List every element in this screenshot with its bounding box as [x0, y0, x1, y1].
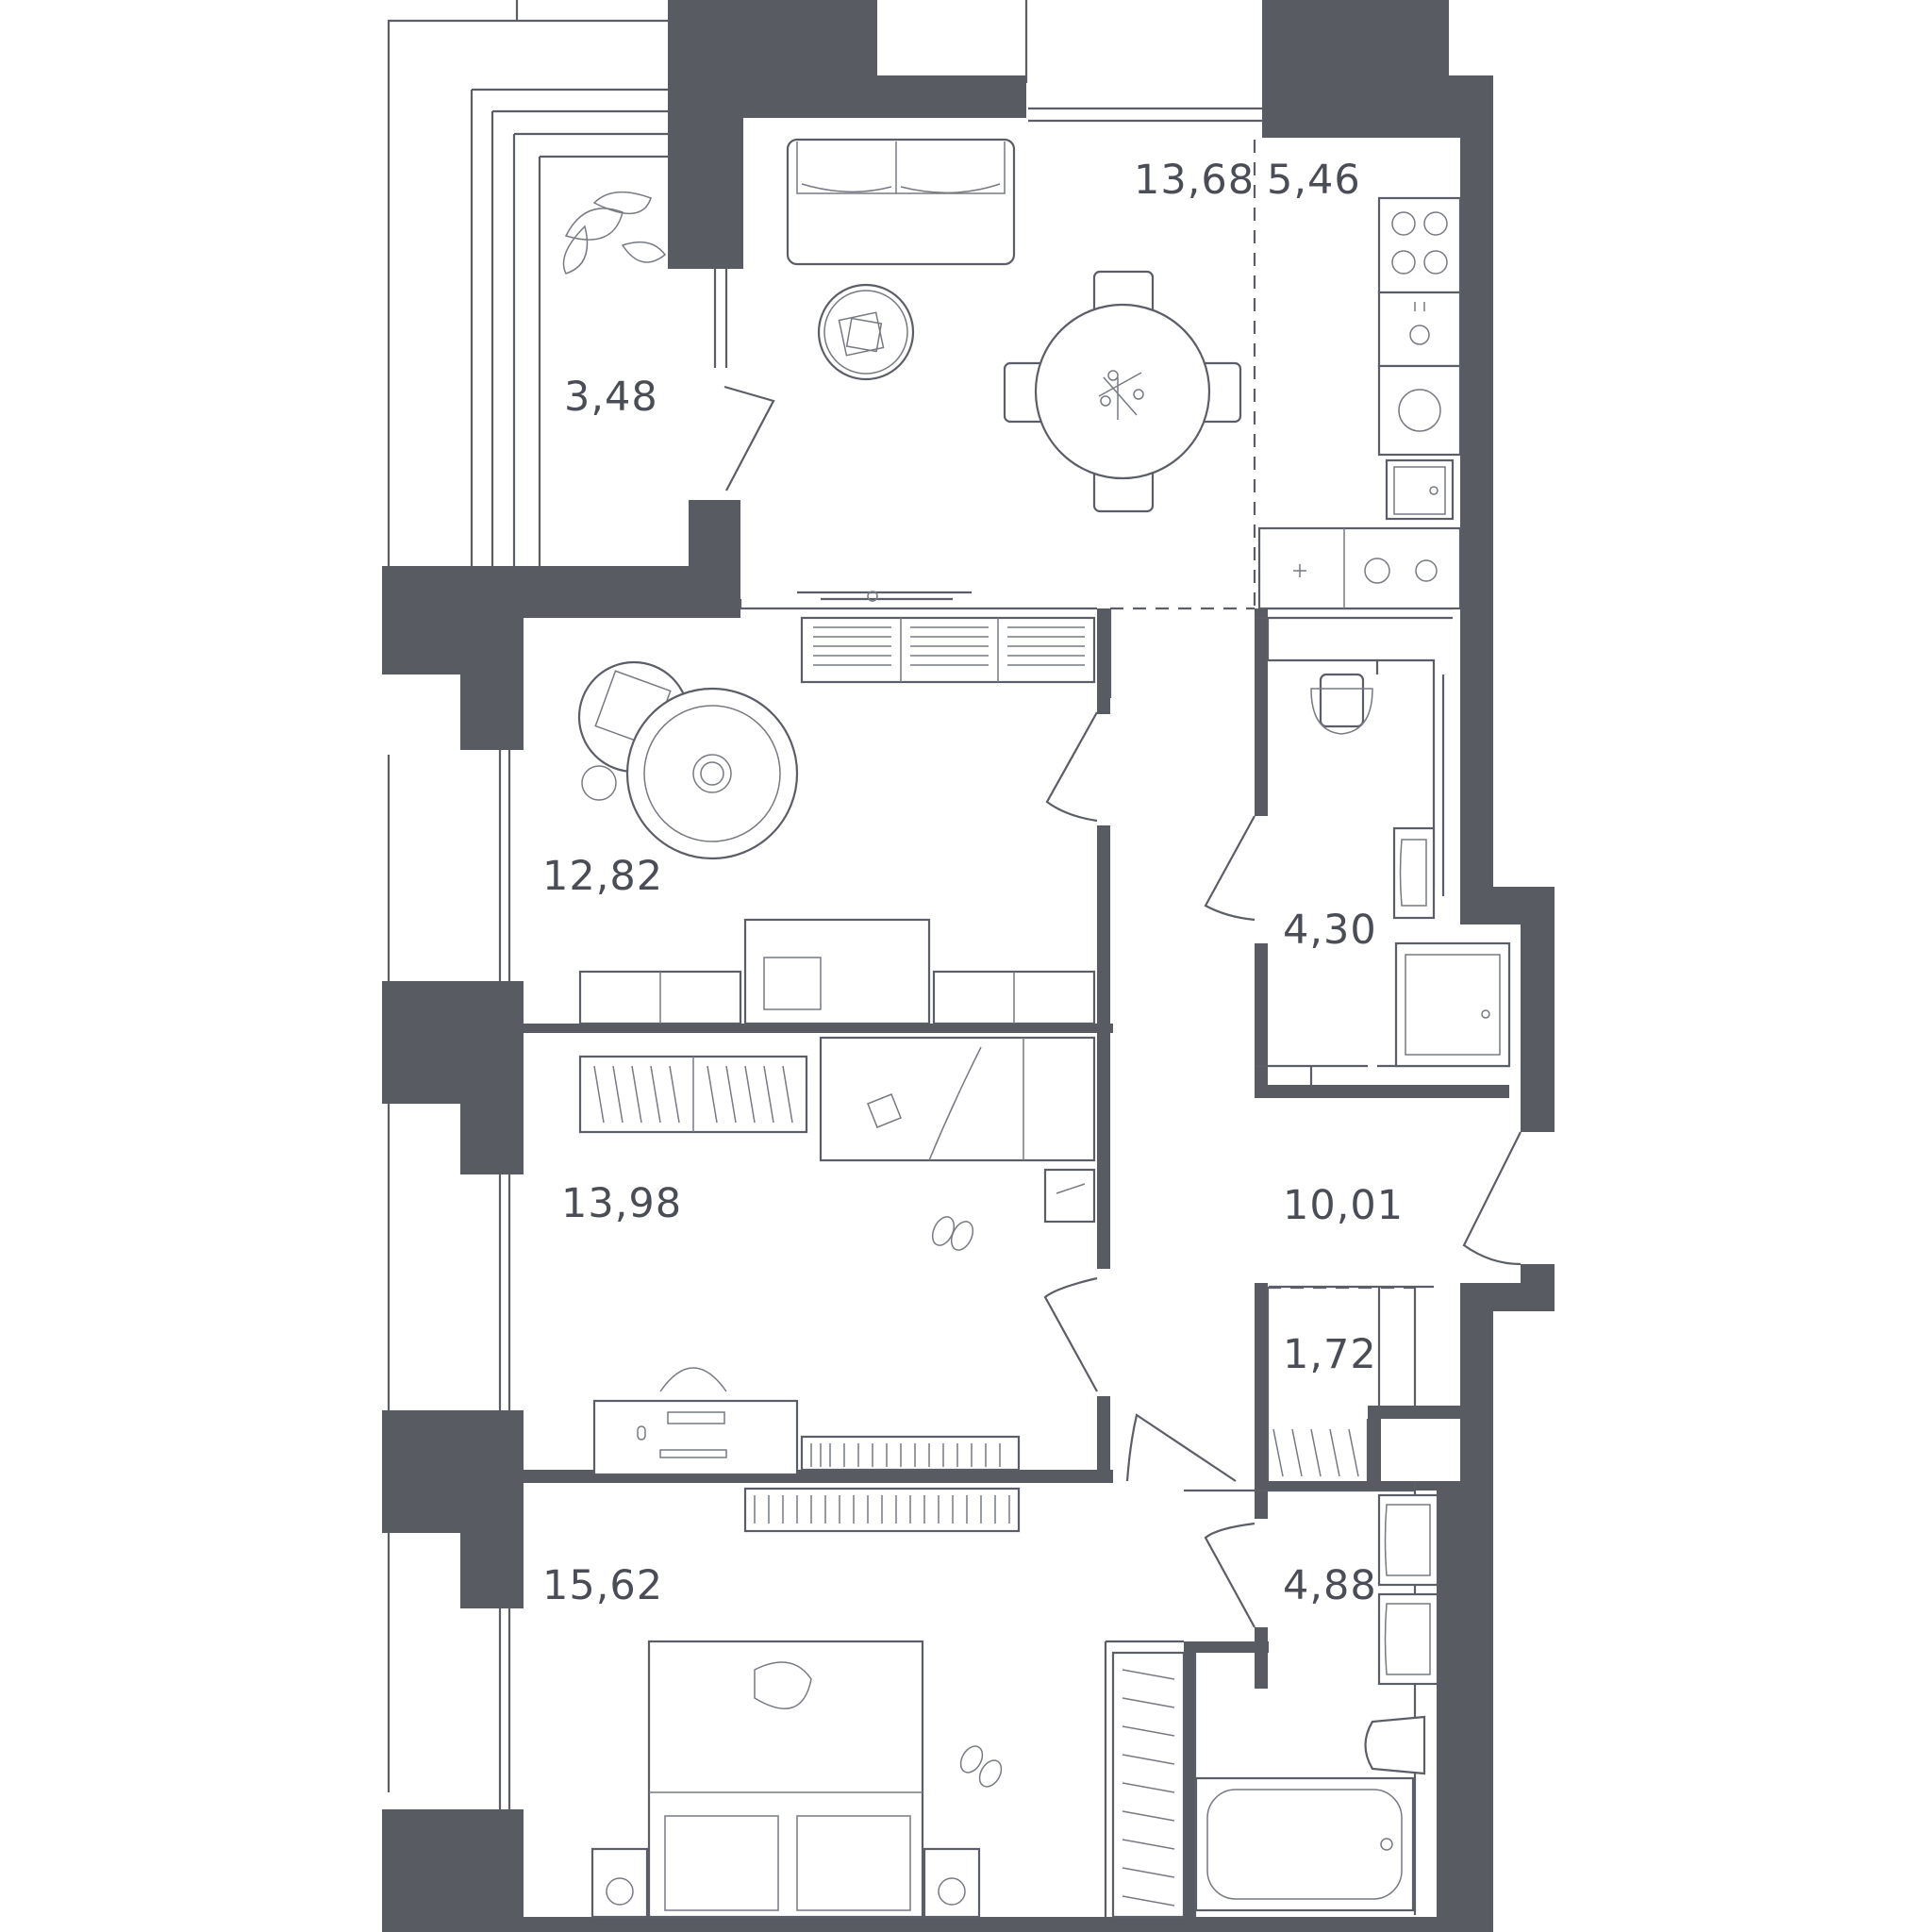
bench-bedroom-3 — [743, 1487, 1021, 1533]
desk-bedroom-1 — [578, 918, 1096, 1025]
round-rug — [625, 687, 799, 860]
nightstand — [1043, 1168, 1096, 1224]
area-kitchen: 5,46 — [1267, 157, 1361, 204]
nightstands-bedroom-3 — [590, 1847, 981, 1919]
area-bedroom-2: 13,98 — [561, 1180, 682, 1227]
wardrobe-hall-fixtures — [1272, 1428, 1359, 1477]
balcony-plant — [562, 191, 667, 275]
bathroom-1-fixtures — [1310, 673, 1511, 1068]
bed-bedroom-2 — [819, 1036, 1096, 1162]
area-labels: 3,48 13,68 5,46 12,82 4,30 13,98 10,01 1… — [542, 157, 1404, 1609]
tv-stand — [797, 591, 972, 602]
wardrobe-bedroom-3 — [1111, 1651, 1186, 1919]
area-bedroom-3: 15,62 — [542, 1562, 663, 1609]
bookshelf-bedroom-2 — [800, 1435, 1021, 1472]
zone-dividers — [1110, 140, 1415, 1290]
doors — [723, 385, 1522, 1628]
area-hall: 10,01 — [1283, 1182, 1404, 1229]
kitchen-counter — [1257, 196, 1462, 610]
area-bathroom-1: 4,30 — [1283, 907, 1377, 954]
walls — [382, 0, 1555, 1932]
dining-table — [1003, 270, 1242, 513]
bed-bedroom-3 — [647, 1640, 924, 1919]
sofa — [786, 138, 1016, 266]
bathroom-2-fixtures — [1194, 1493, 1439, 1912]
slippers-bedroom-2 — [931, 1216, 974, 1251]
wardrobe-top — [800, 616, 1096, 684]
area-bathroom-2: 4,88 — [1283, 1562, 1377, 1609]
area-balcony: 3,48 — [564, 374, 658, 421]
slippers-bedroom-3 — [959, 1745, 1003, 1788]
facade-lines — [387, 0, 1264, 1821]
area-living: 13,68 — [1134, 157, 1255, 204]
shelf-bedroom-2 — [578, 1055, 808, 1134]
desk-bedroom-2 — [592, 1367, 799, 1476]
coffee-table — [817, 283, 915, 381]
area-bedroom-1: 12,82 — [542, 853, 663, 900]
area-wardrobe: 1,72 — [1283, 1331, 1377, 1378]
